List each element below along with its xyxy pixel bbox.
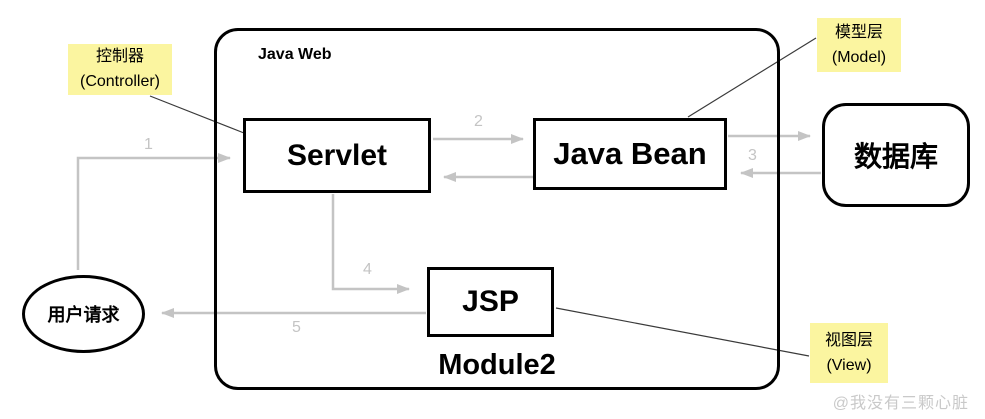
controller-annotation-line2: (Controller): [79, 73, 160, 90]
flow-label-2: 2: [474, 113, 483, 130]
callout-line-view: [555, 307, 810, 357]
module-footer: Module2: [438, 349, 556, 381]
flow-label-4: 4: [363, 261, 372, 278]
callout-line-model: [687, 37, 817, 118]
controller-annotation: 控制器 (Controller): [68, 44, 172, 95]
user-request-node: 用户请求: [22, 275, 145, 353]
flow-label-3: 3: [748, 147, 757, 164]
view-annotation-line2: (View): [826, 357, 872, 374]
callout-line-controller: [149, 95, 245, 134]
jsp-node: JSP: [427, 267, 554, 337]
module-title: Java Web: [258, 46, 332, 63]
watermark: @我没有三颗心脏: [832, 395, 969, 412]
model-annotation-line1: 模型层: [834, 24, 883, 41]
view-annotation: 视图层 (View): [810, 323, 888, 383]
flow-4-servlet-to-jsp-arrow: [331, 194, 410, 294]
view-annotation-line1: 视图层: [824, 332, 873, 349]
servlet-node: Servlet: [243, 118, 431, 193]
javabean-node: Java Bean: [533, 118, 727, 190]
model-annotation: 模型层 (Model): [817, 18, 901, 72]
flow-label-5: 5: [292, 319, 301, 336]
controller-annotation-line1: 控制器: [95, 48, 144, 65]
java-web-module-container: Java Web Module2: [214, 28, 780, 390]
flow-1-user-to-servlet-arrow: [76, 153, 231, 270]
flow-label-1: 1: [144, 136, 153, 153]
database-node: 数据库: [822, 103, 970, 207]
model-annotation-line2: (Model): [831, 49, 887, 66]
